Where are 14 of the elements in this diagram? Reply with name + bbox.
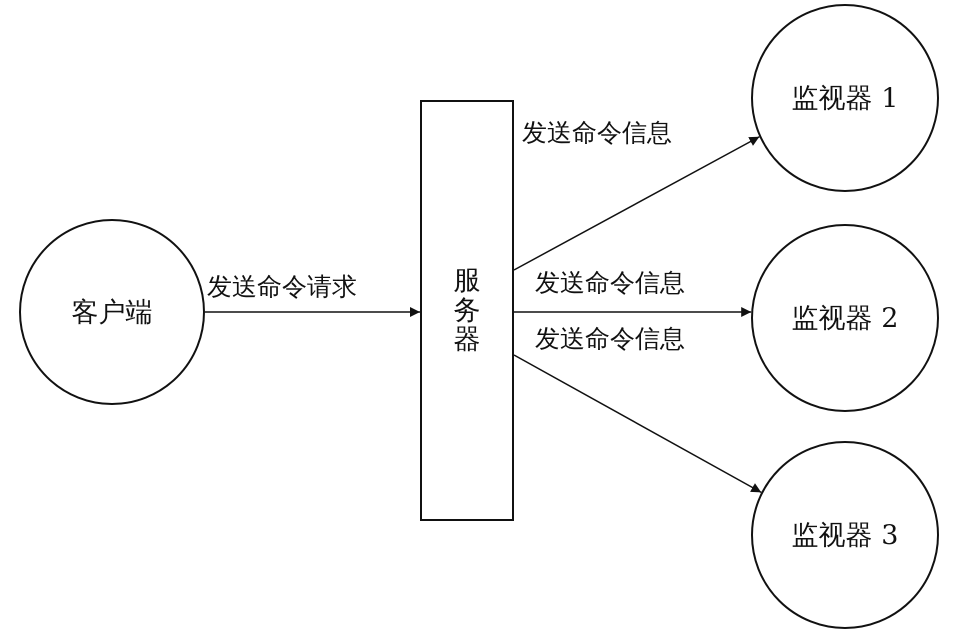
- edge-label: 发送命令请求: [205, 272, 359, 302]
- server-box: [420, 100, 514, 521]
- edge-label: 发送命令信息: [533, 324, 687, 354]
- arrow: [514, 354, 762, 493]
- node-label: 监视器 3: [792, 519, 898, 553]
- edge-label: 发送命令信息: [533, 268, 687, 298]
- node-label: 监视器 1: [792, 82, 898, 116]
- edge-label: 发送命令信息: [520, 118, 674, 148]
- arrow: [514, 136, 760, 271]
- arrow: [514, 307, 752, 317]
- arrow: [205, 307, 420, 317]
- node-label: 监视器 2: [792, 302, 898, 336]
- node-label: 客户端: [72, 296, 152, 330]
- node-label: 服务器: [454, 266, 480, 356]
